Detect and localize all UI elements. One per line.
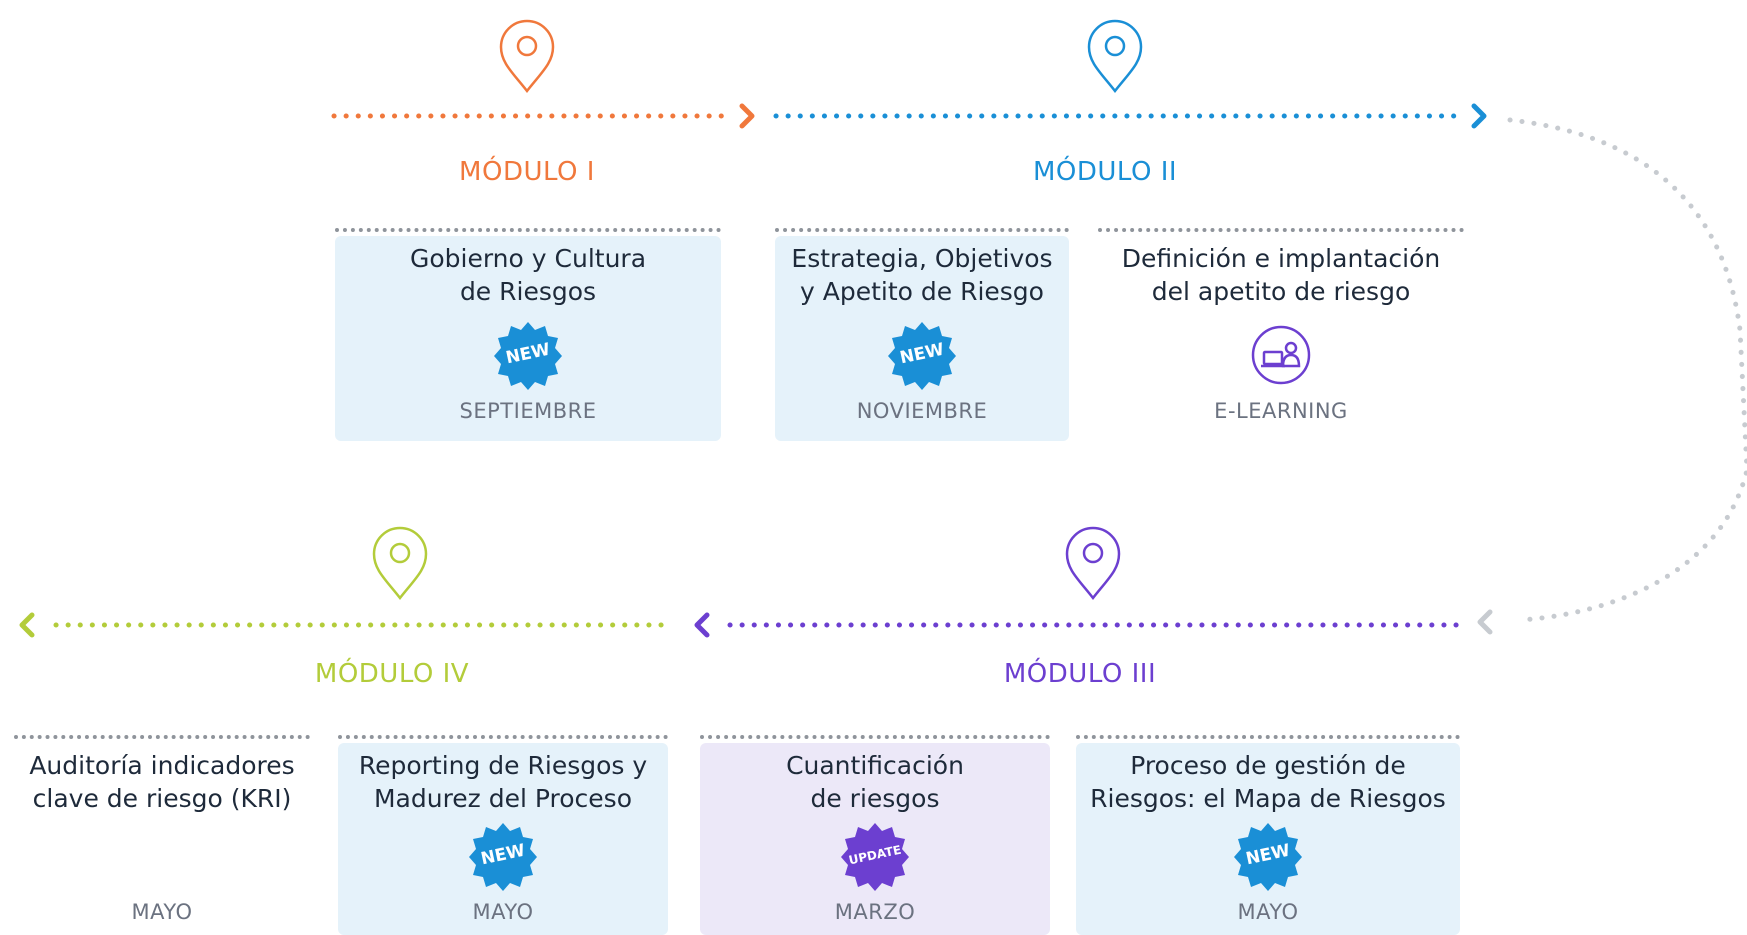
badge-new-icon: NEW xyxy=(1232,821,1304,893)
course-date: MAYO xyxy=(131,900,193,924)
divider xyxy=(335,228,721,232)
module-title-3: MÓDULO III xyxy=(1003,659,1157,689)
course-date: MARZO xyxy=(834,900,916,924)
chevron-right-icon xyxy=(739,103,755,129)
badge-new-icon: NEW xyxy=(492,320,564,392)
chevron-left-icon xyxy=(19,612,35,638)
location-pin-icon xyxy=(1087,19,1143,94)
elearning-icon xyxy=(1250,324,1312,386)
divider xyxy=(1098,228,1464,232)
module-title-2: MÓDULO II xyxy=(1032,157,1178,187)
location-pin-icon xyxy=(1065,526,1121,601)
course-date: SEPTIEMBRE xyxy=(459,399,597,423)
divider xyxy=(338,735,668,739)
location-pin-icon xyxy=(372,526,428,601)
divider xyxy=(14,735,310,739)
divider xyxy=(775,228,1069,232)
badge-new-icon: NEW xyxy=(467,821,539,893)
course-date: NOVIEMBRE xyxy=(856,399,988,423)
chevron-right-icon xyxy=(1471,103,1487,129)
module-title-1: MÓDULO I xyxy=(459,157,595,187)
course-date: MAYO xyxy=(1237,900,1299,924)
location-pin-icon xyxy=(499,19,555,94)
chevron-left-icon xyxy=(1477,609,1493,635)
module-title-4: MÓDULO IV xyxy=(314,659,470,689)
connector-curve xyxy=(1507,117,1747,623)
badge-new-icon: NEW xyxy=(886,320,958,392)
course-date: E-LEARNING xyxy=(1214,399,1348,423)
divider xyxy=(700,735,1050,739)
chevron-left-icon xyxy=(694,612,710,638)
badge-update-icon: UPDATE xyxy=(839,821,911,893)
course-date: MAYO xyxy=(472,900,534,924)
divider xyxy=(1076,735,1460,739)
